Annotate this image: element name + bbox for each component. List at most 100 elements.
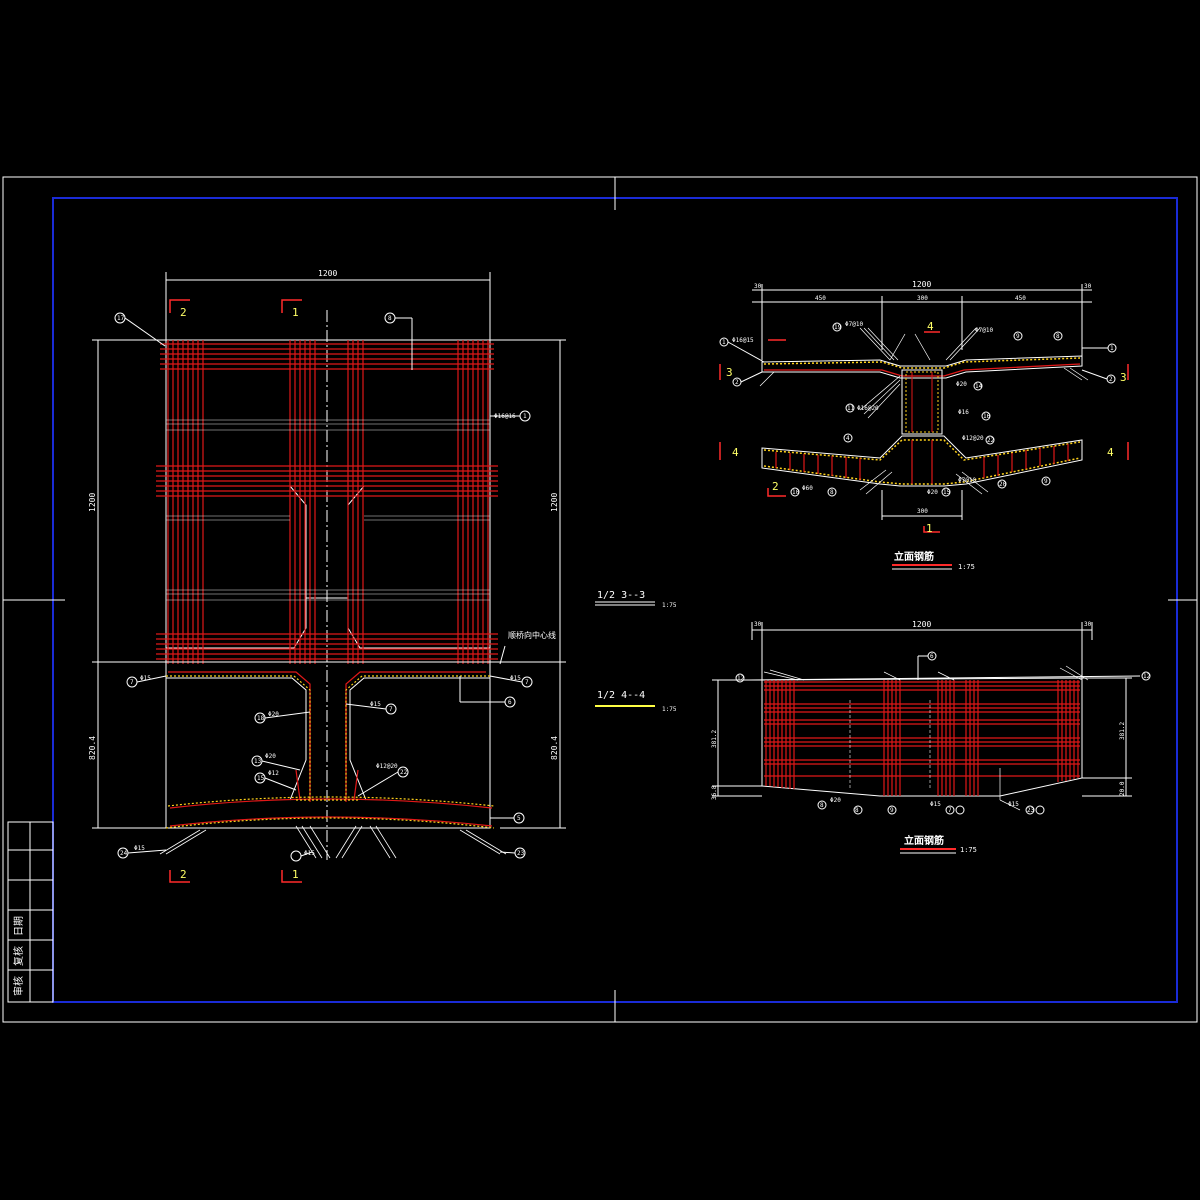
rb-bar-1: Φ20 xyxy=(830,797,841,804)
rt-mark-2: 2 xyxy=(772,480,779,493)
rt-title: 立面钢筋 xyxy=(894,550,934,563)
rb-callout-12-left: 12 xyxy=(737,675,745,682)
rt-bar-1: Φ16@15 xyxy=(732,337,754,344)
rt-dim-total: 1200 xyxy=(912,280,931,289)
rt-bar-7: Φ12@20 xyxy=(962,435,984,442)
callout-1: 1 xyxy=(523,413,527,420)
dim-top-1200: 1200 xyxy=(318,269,337,278)
rt-mark-3-right: 3 xyxy=(1120,371,1127,384)
dim-left-lower: 820.4 xyxy=(88,736,97,760)
section-labels: 1/2 3--3 1:75 1/2 4--4 1:75 xyxy=(595,590,677,713)
callout-8: 8 xyxy=(388,315,392,322)
rt-callout-2: 2 xyxy=(735,379,739,386)
rt-callout-14: 14 xyxy=(975,383,983,390)
plan-rebar xyxy=(156,340,498,664)
rb-dim-left-h: 381.2 xyxy=(711,730,718,748)
callout-6: 6 xyxy=(508,699,512,706)
bar-label-7: Φ12@20 xyxy=(376,763,398,770)
rt-callout-8b: 8 xyxy=(830,489,834,496)
callout-7b: 7 xyxy=(525,679,529,686)
rb-dim-right-margin: 30 xyxy=(1084,621,1092,628)
rt-callout-11: 11 xyxy=(847,405,855,412)
rt-mark-4-top: 4 xyxy=(927,320,934,333)
rb-bar-2: Φ15 xyxy=(930,801,941,808)
bar-label-3: Φ15 xyxy=(510,675,521,682)
bar-label-5: Φ15 xyxy=(370,701,381,708)
rb-dim-left-small: 36.8 xyxy=(711,785,718,800)
dim-left-upper: 1200 xyxy=(88,493,97,512)
rt-dim-right-margin: 30 xyxy=(1084,283,1092,290)
left-plan-view: 1200 1200 820.4 1200 820.4 xyxy=(88,269,566,883)
rt-callout-4: 4 xyxy=(846,435,850,442)
dim-right-lower: 820.4 xyxy=(550,736,559,760)
dim-right-upper: 1200 xyxy=(550,493,559,512)
callout-23: 23 xyxy=(517,850,525,857)
callout-5: 5 xyxy=(517,815,521,822)
section-mark-top-2: 2 xyxy=(180,306,187,319)
rb-callout-9: 9 xyxy=(890,807,894,814)
rt-dim-c: 450 xyxy=(1015,295,1026,302)
title-block-row-2: 复核 xyxy=(12,946,25,966)
title-block-row-1: 审核 xyxy=(12,976,25,996)
bar-label-1: Φ16@16 xyxy=(494,413,516,420)
section-4-4-label: 1/2 4--4 xyxy=(597,690,645,701)
rt-callout-10: 10 xyxy=(792,489,800,496)
section-mark-top-1: 1 xyxy=(292,306,299,319)
callout-17: 17 xyxy=(117,315,125,322)
rt-dim-bottom: 300 xyxy=(917,508,928,515)
rt-callout-1: 1 xyxy=(722,339,726,346)
rt-bar-8: Φ20 xyxy=(927,489,938,496)
callout-7-mid: 7 xyxy=(389,706,393,713)
rb-callout-8b: 8 xyxy=(855,807,859,814)
section-mark-bottom-1: 1 xyxy=(292,868,299,881)
rb-bar-3: Φ15 xyxy=(1008,801,1019,808)
rt-callout-9: 9 xyxy=(1016,333,1020,340)
rb-dim-total: 1200 xyxy=(912,620,931,629)
rb-callout-8: 8 xyxy=(820,802,824,809)
rb-dim-right-h: 381.2 xyxy=(1119,722,1126,740)
callout-24: 24 xyxy=(120,850,128,857)
title-block-row-3: 日期 xyxy=(13,916,25,936)
rt-bar-4: Φ20 xyxy=(956,381,967,388)
rb-title: 立面钢筋 xyxy=(904,834,944,847)
callout-7a: 7 xyxy=(130,679,134,686)
rt-mark-1-bottom: 1 xyxy=(926,522,933,535)
bar-label-10: Φ15 xyxy=(304,850,315,857)
rb-callout-23: 23 xyxy=(1027,807,1035,814)
rt-callout-9b: 9 xyxy=(1044,478,1048,485)
rt-dim-left-margin: 30 xyxy=(754,283,762,290)
rt-bar-9: Φ7@10 xyxy=(958,477,976,484)
rt-mark-3-left: 3 xyxy=(726,366,733,379)
rt-callout-1-right: 1 xyxy=(1110,345,1114,352)
rt-bar-10: Φ60 xyxy=(802,485,813,492)
rb-scale: 1:75 xyxy=(960,846,977,854)
rt-scale: 1:75 xyxy=(958,563,975,571)
column-rebar xyxy=(168,671,493,827)
section-mark-bottom-2: 2 xyxy=(180,868,187,881)
callout-15: 15 xyxy=(257,775,265,782)
rt-callout-20: 20 xyxy=(999,481,1007,488)
callout-13: 13 xyxy=(254,758,262,765)
rt-callout-15: 15 xyxy=(943,489,951,496)
rt-mark-4-left: 4 xyxy=(732,446,739,459)
rb-callout-12-right: 12 xyxy=(1143,673,1151,680)
callout-18: 18 xyxy=(257,715,265,722)
rt-bar-5: Φ16@20 xyxy=(857,405,879,412)
right-top-elevation: 1200 30 30 450 300 450 300 xyxy=(719,280,1129,571)
rt-dim-a: 450 xyxy=(815,295,826,302)
centerline-note: 顺桥向中心线 xyxy=(508,630,556,640)
rt-mark-4-right: 4 xyxy=(1107,446,1114,459)
rt-bar-2: Φ7@10 xyxy=(845,321,863,328)
rb-callout-6: 6 xyxy=(930,653,934,660)
section-4-4-scale: 1:75 xyxy=(662,706,677,713)
bar-label-2: Φ15 xyxy=(140,675,151,682)
rb-callout-7: 7 xyxy=(948,807,952,814)
bar-label-9: Φ15 xyxy=(134,845,145,852)
rt-bar-6: Φ16 xyxy=(958,409,969,416)
rt-callout-2-right: 2 xyxy=(1109,376,1113,383)
bar-label-6: Φ20 xyxy=(265,753,276,760)
rb-rebar xyxy=(764,680,1080,796)
rt-callout-8: 8 xyxy=(1056,333,1060,340)
bar-label-4: Φ20 xyxy=(268,711,279,718)
